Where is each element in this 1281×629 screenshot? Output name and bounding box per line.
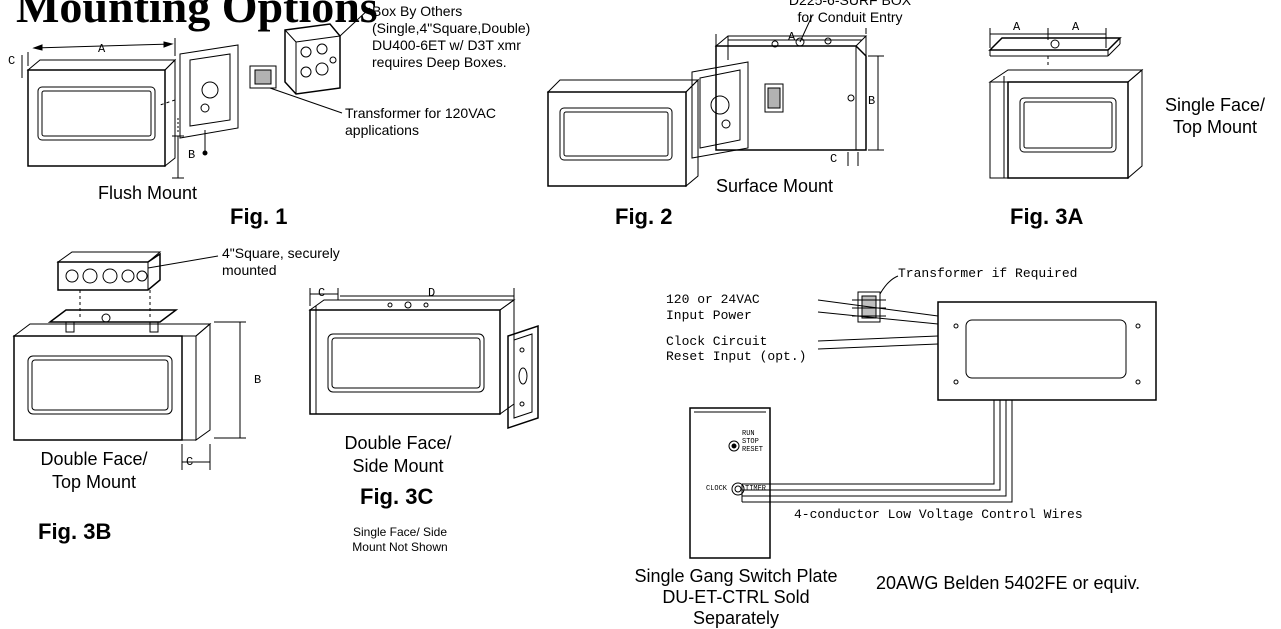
fig2-transformer <box>765 84 783 112</box>
clock-timer-knob <box>732 483 744 495</box>
wiring-sign <box>938 302 1156 400</box>
fig1-sign-front <box>28 70 165 166</box>
fig3c-caption: Double Face/ Side Mount <box>344 433 452 476</box>
fig1-dim-a: A <box>98 42 106 56</box>
fig1-transformer-note: Transformer for 120VAC applications <box>345 105 496 138</box>
line-drawings <box>0 0 1281 614</box>
fig3b-sign-body <box>14 336 182 440</box>
fig3c-dim-c: C <box>318 286 326 300</box>
fig1-bracket <box>180 45 238 138</box>
fig2-dim-b: B <box>868 94 876 108</box>
wiring-power-label: 120 or 24VAC Input Power <box>666 292 760 323</box>
fig1-electrical-box <box>285 24 340 94</box>
fig2-sign-window <box>560 108 672 160</box>
fig2-caption: Surface Mount <box>716 176 834 196</box>
fig1-sign-side <box>165 60 175 166</box>
fig3a-sign-body <box>990 82 1008 178</box>
fig3b-box-note: 4"Square, securely mounted <box>222 245 340 278</box>
fig3c-dim-d: D <box>428 286 436 300</box>
fig3b-drawing <box>14 252 246 470</box>
switch-plate-caption: Single Gang Switch Plate DU-ET-CTRL Sold… <box>634 566 838 628</box>
fig3b-dim-b: B <box>254 373 262 387</box>
fig2-box-note: D225-6-SURF BOX for Conduit Entry <box>788 0 912 25</box>
fig2-dim-c: C <box>830 152 838 166</box>
run-stop-reset-knob <box>729 441 739 451</box>
fig3b-dim-c: C <box>186 455 194 469</box>
fig2-dim-a: A <box>788 30 796 44</box>
wiring-transformer-label: Transformer if Required <box>898 266 1078 281</box>
fig1-sign-top <box>28 60 175 70</box>
fig1-drawing <box>22 8 370 178</box>
fig3c-sign-body <box>310 310 500 414</box>
fig3c-note: Single Face/ Side Mount Not Shown <box>352 525 448 554</box>
fig2-drawing <box>548 16 884 186</box>
wiring-drawing <box>690 276 1156 558</box>
fig1-sign-window <box>38 87 155 140</box>
fig3c-drawing <box>310 288 538 428</box>
fig3b-caption: Double Face/ Top Mount <box>40 449 148 492</box>
fig3a-dim-a2: A <box>1072 20 1080 34</box>
fig3b-label: Fig. 3B <box>38 519 112 544</box>
fig2-bracket <box>692 62 748 158</box>
wiring-transformer <box>858 292 880 322</box>
wiring-switch-plate <box>690 408 770 558</box>
fig1-dim-c: C <box>8 54 16 68</box>
fig1-transformer <box>250 66 276 88</box>
fig3a-sign-window <box>1020 98 1116 152</box>
fig2-surface-box <box>716 46 866 150</box>
fig3c-side-bracket <box>508 326 538 428</box>
fig1-box-note: Box By Others (Single,4"Square,Double) D… <box>372 3 531 70</box>
fig3a-label: Fig. 3A <box>1010 204 1084 229</box>
page-title: Mounting Options <box>16 0 378 32</box>
cable-caption: 20AWG Belden 5402FE or equiv. <box>876 573 1141 593</box>
wiring-clock-label: Clock Circuit Reset Input (opt.) <box>666 334 807 364</box>
fig3b-sign-window <box>28 356 172 414</box>
fig3a-dim-a1: A <box>1013 20 1021 34</box>
fig2-label: Fig. 2 <box>615 204 673 229</box>
fig3a-caption: Single Face/ Top Mount <box>1164 95 1266 137</box>
fig2-sign-front <box>548 92 686 186</box>
fig1-label: Fig. 1 <box>230 204 288 229</box>
switch-timer-label: TIMER <box>745 485 767 493</box>
fig1-caption: Flush Mount <box>98 183 198 203</box>
fig3a-drawing <box>990 28 1142 178</box>
switch-clock-label: CLOCK <box>706 485 728 493</box>
fig3b-top-plate <box>50 310 176 322</box>
fig3c-label: Fig. 3C <box>360 484 434 509</box>
fig3c-sign-window <box>328 334 484 392</box>
wiring-wires-label: 4-conductor Low Voltage Control Wires <box>794 507 1083 522</box>
switch-run-stop-reset-label: RUN STOP RESET <box>742 430 764 454</box>
fig1-dim-b: B <box>188 148 196 162</box>
